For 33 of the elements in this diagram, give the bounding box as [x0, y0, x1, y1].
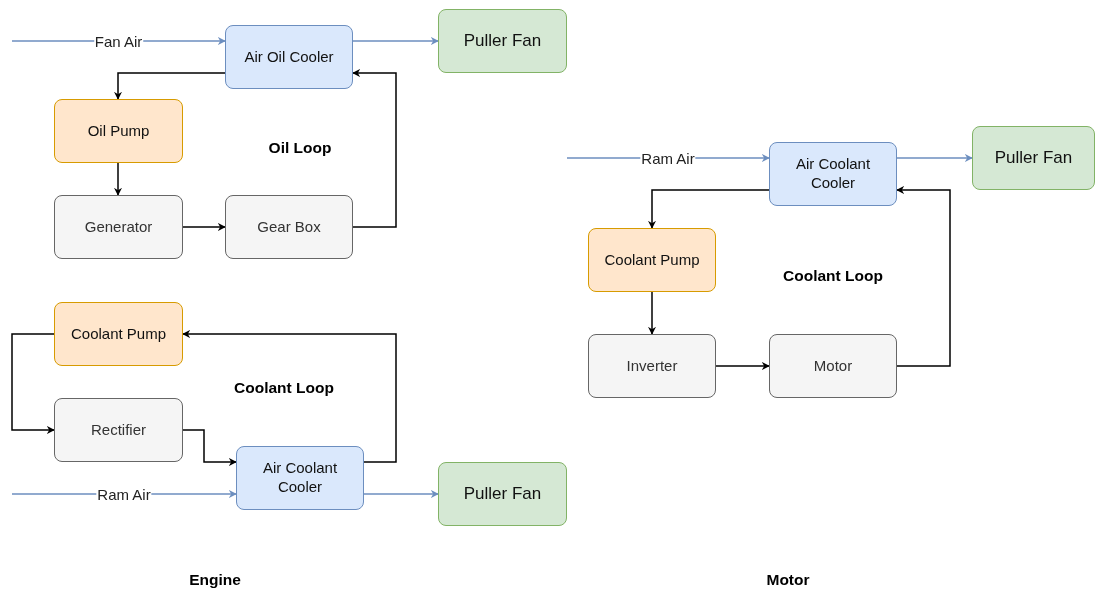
process-box: Motor [769, 334, 897, 398]
process-box: Gear Box [225, 195, 353, 259]
arrow [648, 291, 656, 335]
arrow [11, 333, 55, 434]
process-box: Air Oil Cooler [225, 25, 353, 89]
process-box: Coolant Pump [588, 228, 716, 292]
arrow [182, 429, 237, 466]
process-box: Air Coolant Cooler [769, 142, 897, 206]
arrow [182, 223, 226, 231]
process-box: Puller Fan [438, 9, 567, 73]
process-box: Rectifier [54, 398, 183, 462]
loop-label: Coolant Loop [234, 379, 334, 397]
loop-label: Coolant Loop [783, 267, 883, 285]
section-label: Engine [189, 571, 241, 589]
arrow [114, 162, 122, 196]
process-box: Puller Fan [972, 126, 1095, 190]
loop-label: Oil Loop [268, 139, 332, 157]
arrow [363, 490, 439, 498]
arrow [896, 186, 951, 367]
process-box: Coolant Pump [54, 302, 183, 366]
process-box: Inverter [588, 334, 716, 398]
arrow [352, 37, 439, 45]
process-box: Air Coolant Cooler [236, 446, 364, 510]
arrow [352, 69, 397, 228]
arrow [182, 330, 397, 463]
arrow [648, 189, 770, 229]
arrow [715, 362, 770, 370]
process-box: Puller Fan [438, 462, 567, 526]
arrow [896, 154, 973, 162]
process-box: Oil Pump [54, 99, 183, 163]
process-box: Generator [54, 195, 183, 259]
section-label: Motor [766, 571, 810, 589]
arrow [114, 72, 226, 100]
